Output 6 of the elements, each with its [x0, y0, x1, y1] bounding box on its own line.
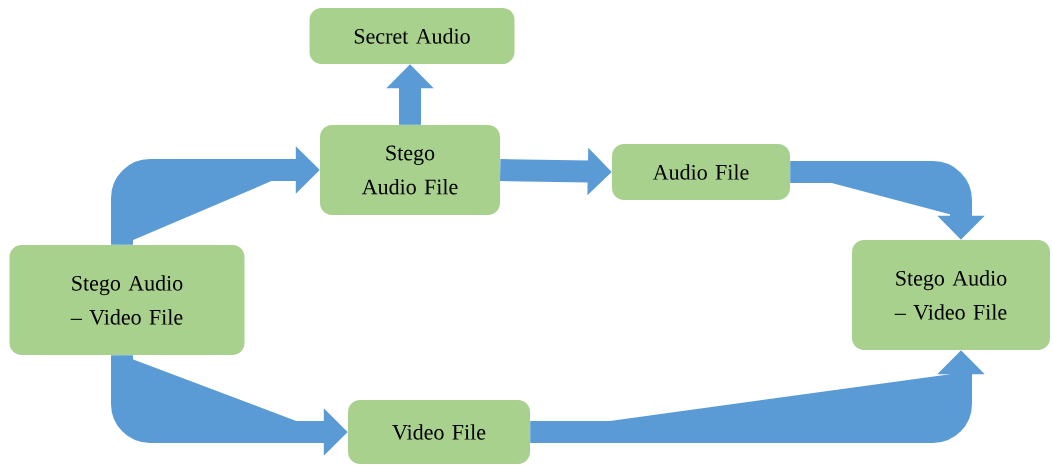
process-box: Stego Audio – Video File [852, 240, 1050, 350]
process-box: Stego Audio – Video File [9, 245, 245, 355]
process-box: Secret Audio [309, 8, 515, 64]
process-box: Video File [348, 400, 530, 464]
process-box: Stego Audio File [320, 125, 500, 215]
process-box: Audio File [612, 144, 790, 200]
